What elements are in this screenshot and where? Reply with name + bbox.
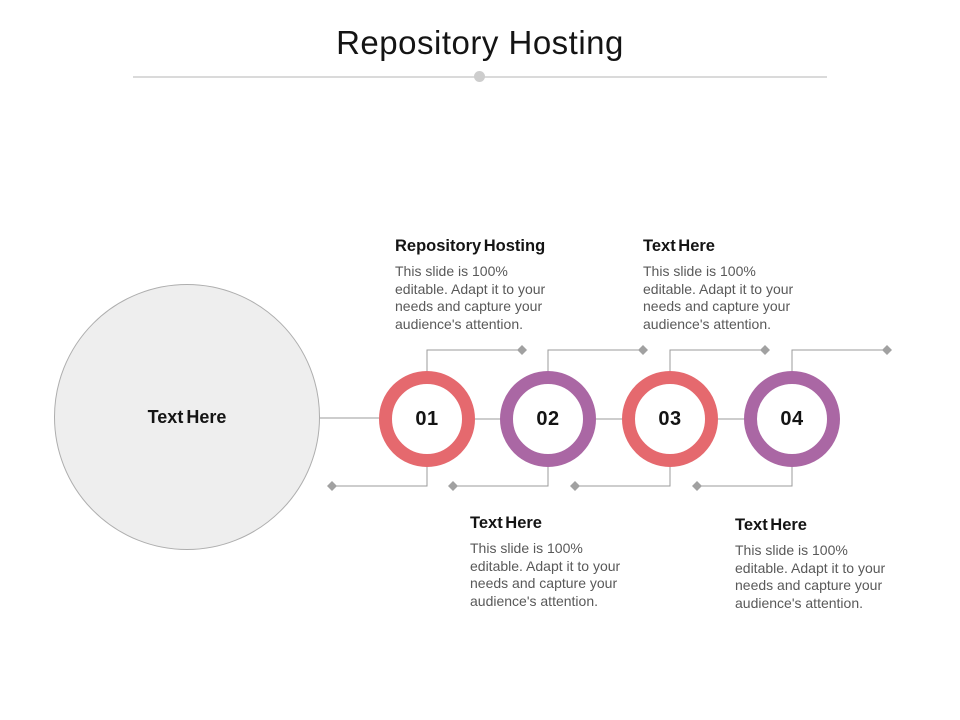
callout-body-line: audience's attention.	[643, 315, 771, 332]
connector-line-bottom	[332, 467, 428, 487]
slide-title: Repository Hosting	[336, 24, 624, 61]
callout-body-line: editable. Adapt it to your	[643, 280, 794, 297]
step-circle-02[interactable]: 02	[500, 371, 596, 467]
connector-line-top	[791, 349, 887, 371]
callout-bottom-1: Text Here This slide is 100% editable. A…	[470, 513, 655, 610]
step-circle-04[interactable]: 04	[744, 371, 840, 467]
diamond-marker-icon	[692, 481, 702, 491]
step-number: 01	[415, 407, 439, 430]
step-number: 02	[536, 407, 560, 430]
diamond-marker-icon	[760, 345, 770, 355]
callout-body-line: needs and capture your	[643, 298, 791, 314]
callout-body-line: editable. Adapt it to your	[470, 557, 621, 574]
callout-body-line: needs and capture your	[470, 575, 618, 591]
callout-body-line: audience's attention.	[470, 592, 598, 609]
connector-line-bottom	[697, 467, 793, 487]
callout-body-line: needs and capture your	[735, 577, 883, 593]
callout-body-line: audience's attention.	[735, 594, 863, 611]
callout-heading: Repository Hosting	[395, 237, 546, 255]
callout-body-line: editable. Adapt it to your	[395, 280, 546, 297]
diamond-marker-icon	[448, 481, 458, 491]
callout-body-line: audience's attention.	[395, 315, 523, 332]
callout-heading: Text Here	[470, 514, 542, 532]
callout-body-line: This slide is 100%	[395, 263, 508, 279]
callout-bottom-2: Text Here This slide is 100% editable. A…	[735, 515, 920, 612]
callout-top-1: Repository Hosting This slide is 100% ed…	[395, 236, 580, 333]
step-circle-03[interactable]: 03	[622, 371, 718, 467]
connector-line-bottom	[453, 467, 549, 487]
callout-body-line: This slide is 100%	[735, 542, 848, 558]
step-number: 03	[658, 407, 682, 430]
intro-circle-label: Text Here	[147, 406, 227, 427]
step-number: 04	[780, 407, 804, 430]
diamond-marker-icon	[638, 345, 648, 355]
step-circle-01[interactable]: 01	[379, 371, 475, 467]
connector-line-top	[669, 349, 765, 371]
callout-top-2: Text Here This slide is 100% editable. A…	[643, 236, 828, 333]
diamond-marker-icon	[327, 481, 337, 491]
connector-line-top	[426, 349, 522, 371]
diamond-marker-icon	[517, 345, 527, 355]
connector-line-bottom	[575, 467, 671, 487]
callout-heading: Text Here	[643, 237, 715, 255]
callout-body-line: This slide is 100%	[470, 540, 583, 556]
callout-body-line: editable. Adapt it to your	[735, 559, 886, 576]
diamond-marker-icon	[882, 345, 892, 355]
callout-body-line: needs and capture your	[395, 298, 543, 314]
diamond-marker-icon	[570, 481, 580, 491]
callout-body-line: This slide is 100%	[643, 263, 756, 279]
intro-circle[interactable]: Text Here	[54, 284, 320, 550]
divider-dot-icon	[474, 71, 485, 82]
callout-heading: Text Here	[735, 516, 807, 534]
connector-line-top	[547, 349, 643, 371]
